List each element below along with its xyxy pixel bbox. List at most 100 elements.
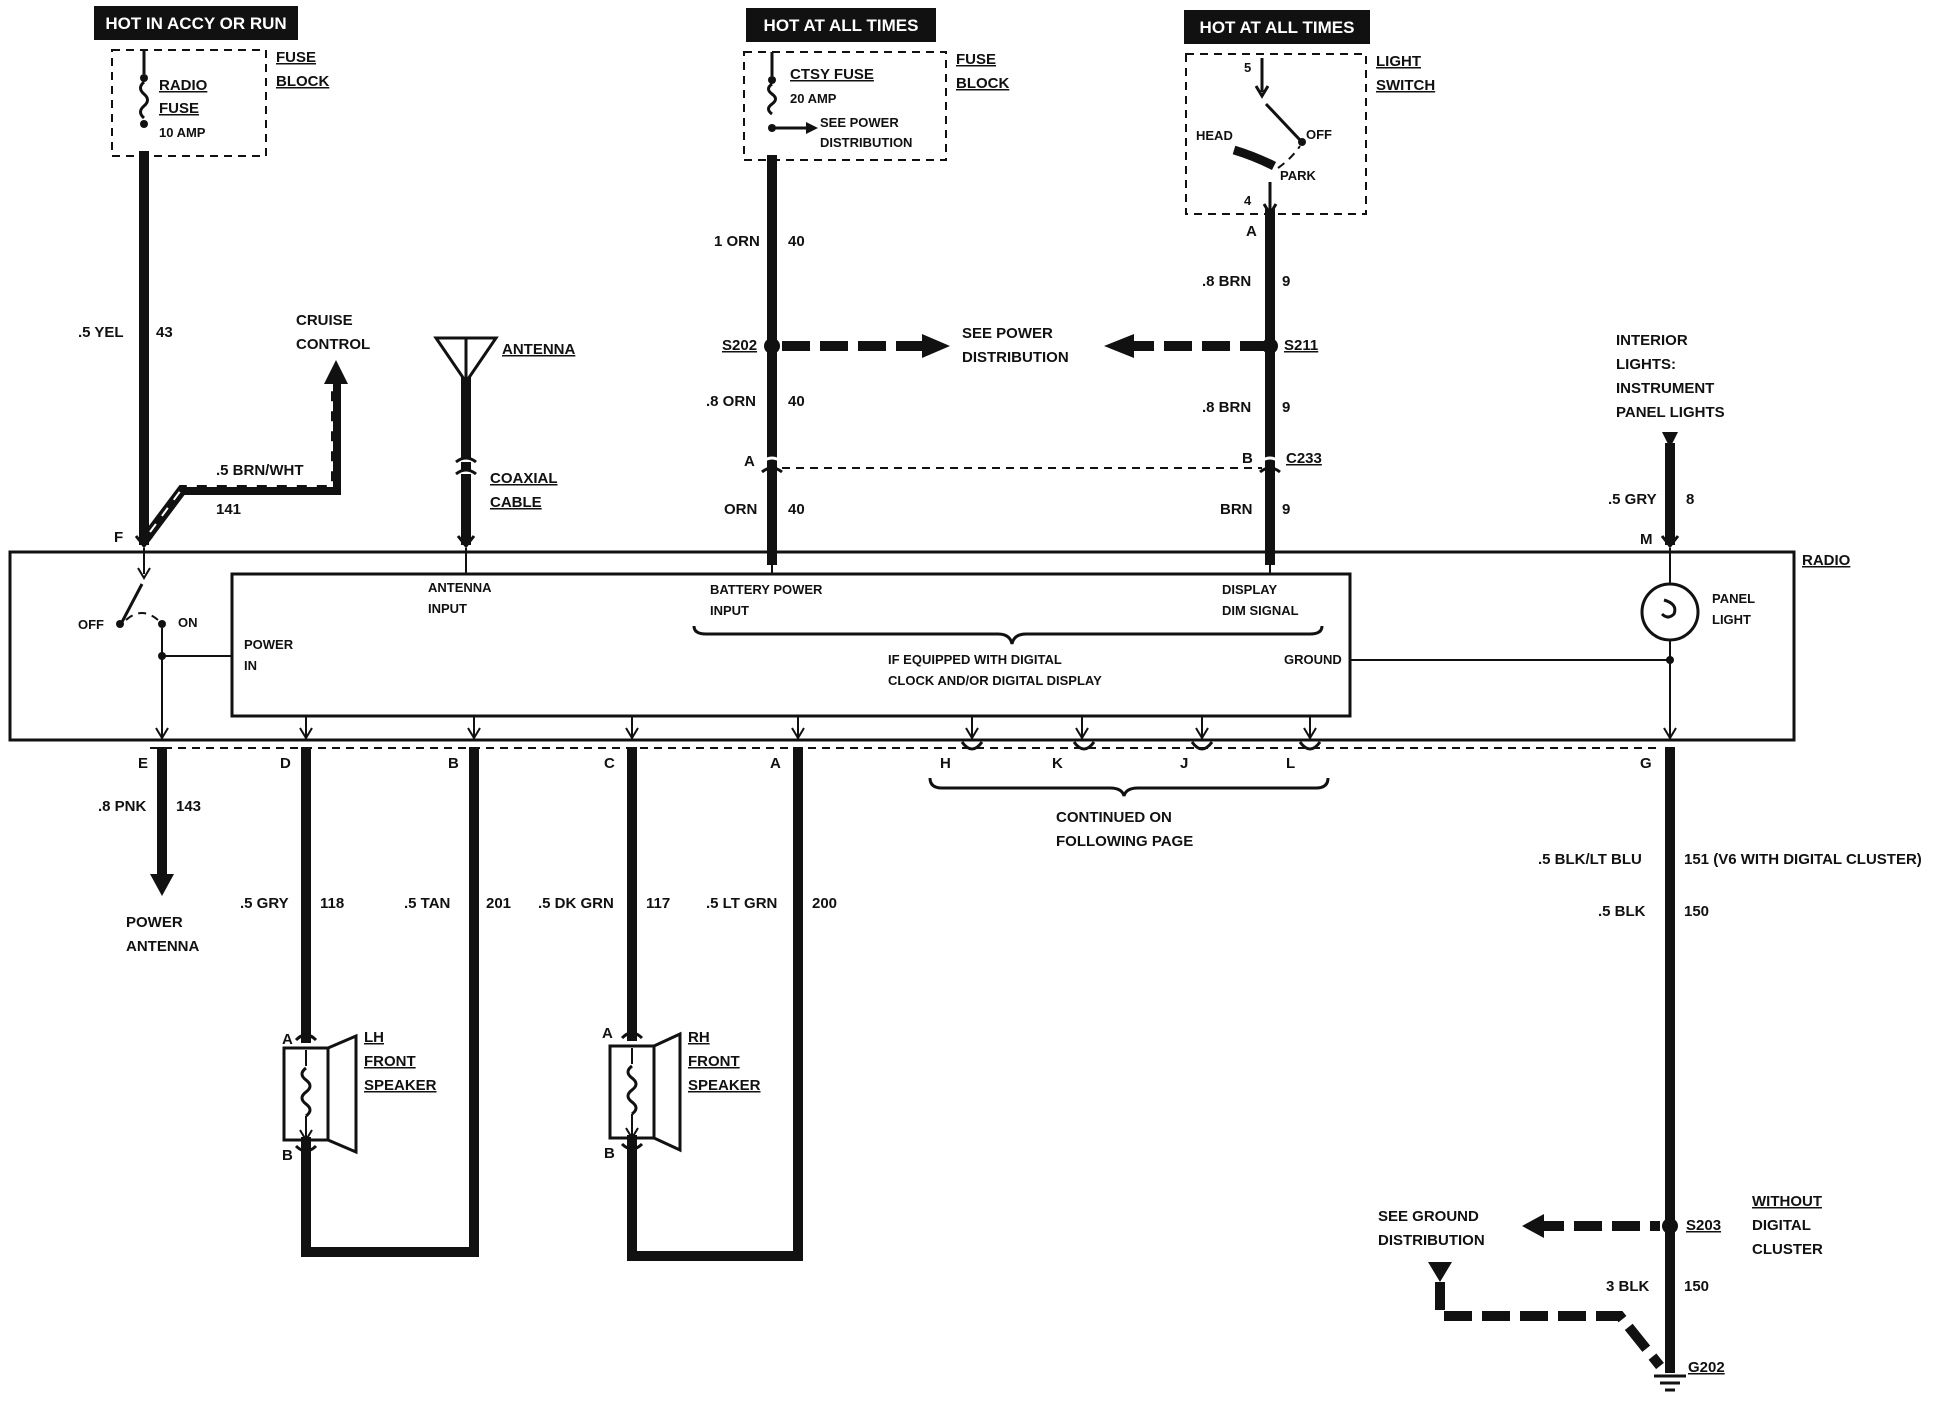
- pin-g: G: [1640, 755, 1652, 772]
- radio-fuse-block: RADIO FUSE 10 AMP FUSE BLOCK: [111, 49, 329, 157]
- radio-output-arrows: [299, 716, 1317, 740]
- switch-off: OFF: [78, 617, 104, 632]
- rh-pin-a: A: [602, 1025, 613, 1042]
- radio-fuse-symbol: [139, 80, 149, 120]
- pin-j: J: [1180, 755, 1188, 772]
- cruise-arrow: [324, 360, 348, 384]
- if-equipped-b: CLOCK AND/OR DIGITAL DISPLAY: [888, 673, 1102, 688]
- lh-speaker-circuit: .5 GRY 118 .5 TAN 201 A B LH FRONT SPEAK…: [240, 747, 511, 1257]
- rh-speaker-circuit: .5 DK GRN 117 .5 LT GRN 200 A B RH FRONT…: [538, 747, 837, 1261]
- digital-brace: [692, 625, 1324, 645]
- wire-5tan: .5 TAN: [404, 895, 450, 912]
- header-hot-all-1-text: HOT AT ALL TIMES: [764, 16, 919, 35]
- wire-40a-label: 40: [788, 233, 805, 250]
- continued-a: CONTINUED ON: [1056, 809, 1172, 826]
- rh-speaker-icon: [608, 1031, 682, 1153]
- display-b: DIM SIGNAL: [1222, 603, 1299, 618]
- rh-label-c: SPEAKER: [688, 1077, 761, 1094]
- display-a: DISPLAY: [1222, 582, 1277, 597]
- wire-3blk: 3 BLK: [1606, 1278, 1650, 1295]
- pin-m: M: [1640, 531, 1653, 548]
- wire-5blk: .5 BLK: [1598, 903, 1646, 920]
- continued-b: FOLLOWING PAGE: [1056, 833, 1193, 850]
- without-c: CLUSTER: [1752, 1241, 1823, 1258]
- interior-d: PANEL LIGHTS: [1616, 404, 1725, 421]
- lh-pin-a: A: [282, 1031, 293, 1048]
- wire-brn-wht-label: .5 BRN/WHT: [216, 462, 304, 479]
- pin-h: H: [940, 755, 951, 772]
- ctsy-fuse-block: CTSY FUSE 20 AMP SEE POWER DISTRIBUTION …: [743, 51, 1009, 161]
- continued-brace: [928, 777, 1330, 797]
- wire-40c-label: 40: [788, 501, 805, 518]
- panel-light-bulb: PANEL LIGHT: [1640, 548, 1755, 740]
- rh-pin-b: B: [604, 1145, 615, 1162]
- battery-a: BATTERY POWER: [710, 582, 823, 597]
- wire-yel-label: .5 YEL: [78, 324, 124, 341]
- without-a: WITHOUT: [1752, 1193, 1822, 1210]
- light-switch-label-b: SWITCH: [1376, 77, 1435, 94]
- wire-orn-40: 1 ORN 40 S202 .8 ORN 40 A ORN 40: [706, 155, 805, 565]
- wire-pnk-143: .8 PNK 143 POWER ANTENNA: [98, 747, 201, 955]
- wire-brn-9: A .8 BRN 9 S211 .8 BRN 9 B C233 BRN 9: [1202, 209, 1322, 565]
- light-switch-5: 5: [1244, 60, 1251, 75]
- s202-label: S202: [722, 337, 757, 354]
- ground-symbol-icon: [1654, 1374, 1686, 1392]
- wire-gry-8: INTERIOR LIGHTS: INSTRUMENT PANEL LIGHTS…: [1608, 332, 1725, 549]
- power-distribution-arrows: SEE POWER DISTRIBUTION: [782, 325, 1266, 366]
- antenna-input-a: ANTENNA: [428, 580, 492, 595]
- rh-label-a: RH: [688, 1029, 710, 1046]
- light-switch-head-contact: [1232, 145, 1277, 171]
- power-in-b: IN: [244, 658, 257, 673]
- wire-yel-43: .5 YEL 43 F: [78, 151, 173, 549]
- conn-a-top: A: [1246, 223, 1257, 240]
- pin-b: B: [448, 755, 459, 772]
- wire-201: 201: [486, 895, 511, 912]
- radio-inner-box: [230, 572, 1352, 718]
- wire-118: 118: [320, 895, 344, 912]
- wire-8brn-a: .8 BRN: [1202, 273, 1251, 290]
- cruise-label-a: CRUISE: [296, 312, 353, 329]
- wire-200: 200: [812, 895, 837, 912]
- radio-power-switch: OFF ON: [78, 548, 232, 740]
- wire-8: 8: [1686, 491, 1694, 508]
- interior-c: INSTRUMENT: [1616, 380, 1714, 397]
- wire-43-label: 43: [156, 324, 173, 341]
- radio-label: RADIO: [1802, 552, 1851, 569]
- interior-a: INTERIOR: [1616, 332, 1688, 349]
- power-in-a: POWER: [244, 637, 294, 652]
- wire-8pnk: .8 PNK: [98, 798, 147, 815]
- conn-b: B: [1242, 450, 1253, 467]
- wire-1orn-label: 1 ORN: [714, 233, 760, 250]
- lh-label-c: SPEAKER: [364, 1077, 437, 1094]
- see-ground-b: DISTRIBUTION: [1378, 1232, 1485, 1249]
- splice-s202: [764, 338, 780, 354]
- light-switch-4: 4: [1244, 193, 1252, 208]
- conn-a-left: A: [744, 453, 755, 470]
- ctsy-see-power-a: SEE POWER: [820, 115, 899, 130]
- ground-circuit: .5 BLK/LT BLU 151 (V6 WITH DIGITAL CLUST…: [1378, 747, 1922, 1392]
- light-switch-park: PARK: [1280, 168, 1316, 183]
- coax-label-b: CABLE: [490, 494, 542, 511]
- fuse-block-2b: BLOCK: [956, 75, 1009, 92]
- wire-brn-wht-141: CRUISE CONTROL .5 BRN/WHT 141: [139, 312, 370, 545]
- header-hot-all-2: HOT AT ALL TIMES: [1184, 10, 1370, 44]
- wire-150b: 150: [1684, 1278, 1709, 1295]
- g202-label: G202: [1688, 1359, 1725, 1376]
- panel-light-b: LIGHT: [1712, 612, 1751, 627]
- light-switch-label-a: LIGHT: [1376, 53, 1421, 70]
- rh-label-b: FRONT: [688, 1053, 740, 1070]
- radio-fuse-label-b: FUSE: [159, 100, 199, 117]
- header-hot-accy-text: HOT IN ACCY OR RUN: [105, 14, 286, 33]
- radio-outer-box: [8, 550, 1796, 742]
- cruise-label-b: CONTROL: [296, 336, 370, 353]
- wire-5blkltblu: .5 BLK/LT BLU: [1538, 851, 1642, 868]
- radio-unit: RADIO OFF ON POWER IN ANTENNA INPUT BATT…: [8, 548, 1851, 742]
- header-hot-all-2-text: HOT AT ALL TIMES: [1200, 18, 1355, 37]
- battery-b: INPUT: [710, 603, 749, 618]
- ground-label: GROUND: [1284, 652, 1342, 667]
- panel-light-a: PANEL: [1712, 591, 1755, 606]
- see-power-mid-b: DISTRIBUTION: [962, 349, 1069, 366]
- pin-c: C: [604, 755, 615, 772]
- wire-9c: 9: [1282, 501, 1290, 518]
